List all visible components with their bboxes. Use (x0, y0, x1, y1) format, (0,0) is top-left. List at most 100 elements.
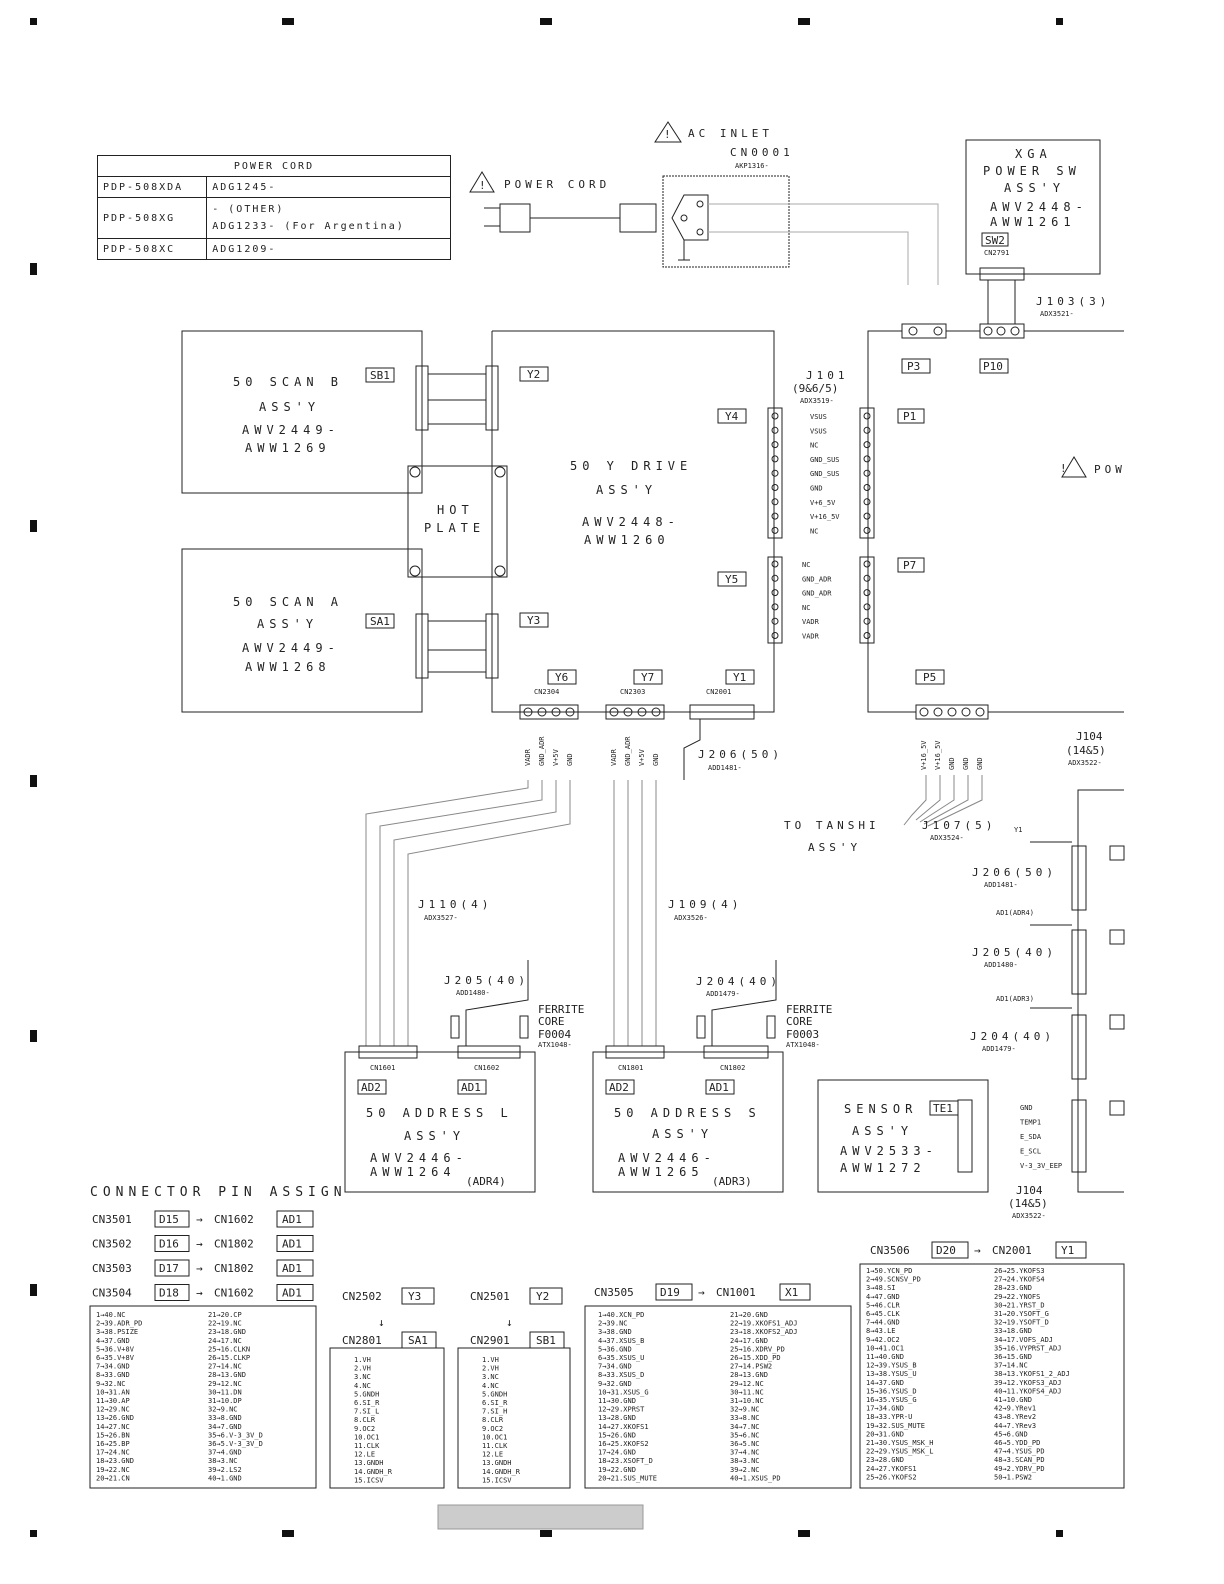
y3-tag: Y3 (527, 614, 540, 627)
pin-row: 9→32.NC (96, 1380, 126, 1388)
connector-name: CN3506 (870, 1244, 910, 1257)
j104-bottom-title: J104 (1016, 1184, 1043, 1197)
cn1602-label: CN1602 (474, 1064, 499, 1072)
pin-row: 26→25.YKOFS3 (994, 1267, 1045, 1275)
addr-s-title: 50 ADDRESS S (614, 1106, 761, 1120)
pin-row: 37→4.NC (730, 1449, 760, 1457)
pin-label: GND_ADR (538, 736, 546, 766)
y-drive-title: AWW1260 (584, 533, 670, 547)
address-boards (344, 1045, 784, 1193)
to-tanshi-title: ASS'Y (808, 841, 861, 854)
pin-label: GND (566, 753, 574, 766)
pin-label: NC (810, 442, 818, 450)
connector-name: CN3502 (92, 1238, 132, 1251)
ad1-tag: AD1 (709, 1081, 729, 1094)
pin-row: 9→42.OC2 (866, 1336, 900, 1344)
pin-row: 1→50.YCN_PD (866, 1267, 912, 1275)
pin-label: VSUS (810, 427, 827, 435)
pin-row: 7.SI_H (482, 1408, 507, 1416)
pin-row: 17→24.NC (96, 1449, 130, 1457)
pin-row: 8→43.LE (866, 1327, 896, 1335)
pin-row: 29→12.NC (208, 1380, 242, 1388)
pin-row: 20→31.GND (866, 1430, 904, 1438)
connector-tag: D15 (159, 1213, 179, 1226)
pin-row: 1.VH (354, 1356, 371, 1364)
pin-label: E_SCL (1020, 1148, 1041, 1156)
pin-assign-title: CONNECTOR PIN ASSIGN (90, 1185, 347, 1200)
connector-tag: Y2 (536, 1290, 549, 1303)
pin-row: 40→11.YKOFS4_ADJ (994, 1387, 1061, 1395)
pin-row: 5.GNDH (354, 1390, 379, 1398)
pin-row: 36→5.NC (730, 1440, 760, 1448)
connector-tag: X1 (785, 1286, 798, 1299)
pin-row: 8→33.GND (96, 1371, 130, 1379)
arrow-icon: ↓ (378, 1316, 385, 1329)
pin-row: 3→38.PSIZE (96, 1328, 138, 1336)
pin-label: VADR (802, 633, 820, 641)
pin-row: 46→5.YDD_PD (994, 1439, 1040, 1447)
part-cell: ADG1209- (206, 238, 451, 260)
p3-tag: P3 (907, 360, 920, 373)
pin-row: 13→28.GND (598, 1414, 636, 1422)
pin-label: GND (652, 753, 660, 766)
pin-row: 19→22.GND (598, 1466, 636, 1474)
pin-row: 45→6.GND (994, 1430, 1028, 1438)
j206-cable (683, 719, 701, 780)
pin-row: 7→34.GND (598, 1363, 632, 1371)
pin-row: 35→6.NC (730, 1431, 760, 1439)
connector-tag: AD1 (282, 1262, 302, 1275)
cn2791-label: CN2791 (984, 249, 1009, 257)
pin-label: VADR (802, 618, 820, 626)
p1-tag: P1 (903, 410, 916, 423)
pin-row: 13→38.YSUS_U (866, 1370, 917, 1378)
footer-bar (437, 1504, 644, 1530)
ac-inlet-label: AC INLET (688, 127, 773, 140)
pin-row: 40→1.XSUS_PD (730, 1474, 781, 1482)
pin-row: 7→34.GND (96, 1363, 130, 1371)
pin-row: 4.NC (354, 1382, 371, 1390)
warning-icon: ! (1060, 462, 1067, 475)
j104-title: J104 (1076, 730, 1103, 743)
part-number: ADX3522- (1012, 1212, 1046, 1220)
sensor-title: ASS'Y (852, 1124, 913, 1138)
xga-title: AWV2448- (990, 200, 1088, 214)
j205-right-label: J205(40) (972, 946, 1057, 959)
pin-row: 11.CLK (482, 1442, 508, 1450)
scan-b-title: ASS'Y (259, 400, 320, 414)
connector-tag: D16 (159, 1238, 179, 1251)
connector-tag: D20 (936, 1244, 956, 1257)
ferrite-s: CORE (786, 1015, 813, 1028)
pin-row: 5→46.CLR (866, 1301, 901, 1309)
pin-row: 9.OC2 (354, 1425, 375, 1433)
pin-row: 39→2.LS2 (208, 1466, 242, 1474)
sensor-title: SENSOR (844, 1102, 917, 1116)
pin-row: 15→26.BN (96, 1431, 130, 1439)
j205-label: J205(40) (444, 974, 529, 987)
ferrite-l: FERRITE (538, 1003, 584, 1016)
pin-label: V+5V (638, 748, 646, 766)
pin-row: 30→21.YRST_D (994, 1301, 1045, 1309)
y-drive-title: 50 Y DRIVE (570, 459, 692, 473)
pin-row: 17→34.GND (866, 1405, 904, 1413)
sa1-tag: SA1 (370, 615, 390, 628)
pin-row: 3.NC (354, 1373, 371, 1381)
arrow-icon: → (196, 1238, 203, 1251)
pin-row: 38→3.NC (730, 1457, 760, 1465)
pin-row: 50→1.PSW2 (994, 1473, 1032, 1481)
ferrite-l: ATX1048- (538, 1041, 572, 1049)
scan-a-title: ASS'Y (257, 617, 318, 631)
pin-row: 18→23.XSOFT_D (598, 1457, 653, 1465)
ad1-tag: AD1 (461, 1081, 481, 1094)
connector-tag: AD1 (282, 1287, 302, 1300)
arrow-icon: → (698, 1286, 705, 1299)
connector-tag: AD1 (282, 1238, 302, 1251)
p5-tag: P5 (923, 671, 936, 684)
pin-row: 38→13.YKOFS1_2_ADJ (994, 1370, 1070, 1378)
pin-label: V+16_5V (920, 740, 928, 770)
connector-name: CN2001 (992, 1244, 1032, 1257)
pin-row: 6→35.XSUS_U (598, 1354, 644, 1362)
ferrite-cables (450, 960, 777, 1046)
pin-row: 2.VH (354, 1365, 371, 1373)
xga-title: POWER SW (983, 164, 1081, 178)
